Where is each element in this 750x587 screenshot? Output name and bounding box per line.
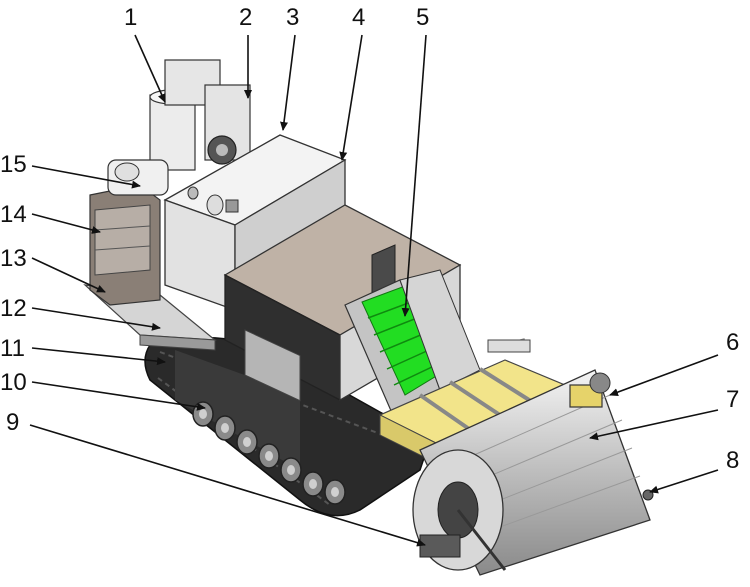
callout-leader-12 bbox=[31, 307, 161, 331]
conveyor bbox=[344, 269, 481, 421]
callout-leader-6 bbox=[609, 354, 719, 396]
callout-number-15: 15 bbox=[0, 151, 27, 178]
callout-number-7: 7 bbox=[726, 386, 739, 413]
callout-number-10: 10 bbox=[0, 369, 27, 396]
callout-number-5: 5 bbox=[416, 4, 429, 31]
callout-leader-13 bbox=[31, 257, 106, 293]
callout-number-12: 12 bbox=[0, 295, 27, 322]
callout-number-4: 4 bbox=[352, 4, 365, 31]
callout-leader-11 bbox=[31, 347, 166, 366]
callout-leader-1 bbox=[134, 34, 166, 103]
callout-leader-8 bbox=[649, 469, 719, 494]
callout-leader-9 bbox=[29, 424, 426, 547]
callout-number-3: 3 bbox=[286, 4, 299, 31]
callout-number-1: 1 bbox=[124, 4, 137, 31]
callout-number-13: 13 bbox=[0, 245, 27, 272]
callout-number-11: 11 bbox=[0, 335, 25, 362]
engine-top bbox=[107, 59, 251, 196]
callout-leader-14 bbox=[31, 213, 101, 234]
callout-number-9: 9 bbox=[6, 409, 19, 436]
callout-leader-3 bbox=[280, 34, 296, 131]
callout-leaders bbox=[29, 34, 719, 547]
callout-number-2: 2 bbox=[239, 4, 252, 31]
callout-leader-15 bbox=[31, 165, 141, 189]
callout-number-6: 6 bbox=[726, 329, 739, 356]
callout-leader-10 bbox=[31, 381, 206, 411]
callout-leader-4 bbox=[339, 34, 363, 161]
crawler-track bbox=[144, 336, 431, 517]
callout-number-14: 14 bbox=[0, 201, 27, 228]
engine-block bbox=[89, 184, 161, 306]
callout-leader-7 bbox=[589, 409, 719, 441]
drive-motor bbox=[569, 372, 611, 408]
callout-leader-5 bbox=[401, 34, 427, 317]
callout-number-8: 8 bbox=[726, 447, 739, 474]
